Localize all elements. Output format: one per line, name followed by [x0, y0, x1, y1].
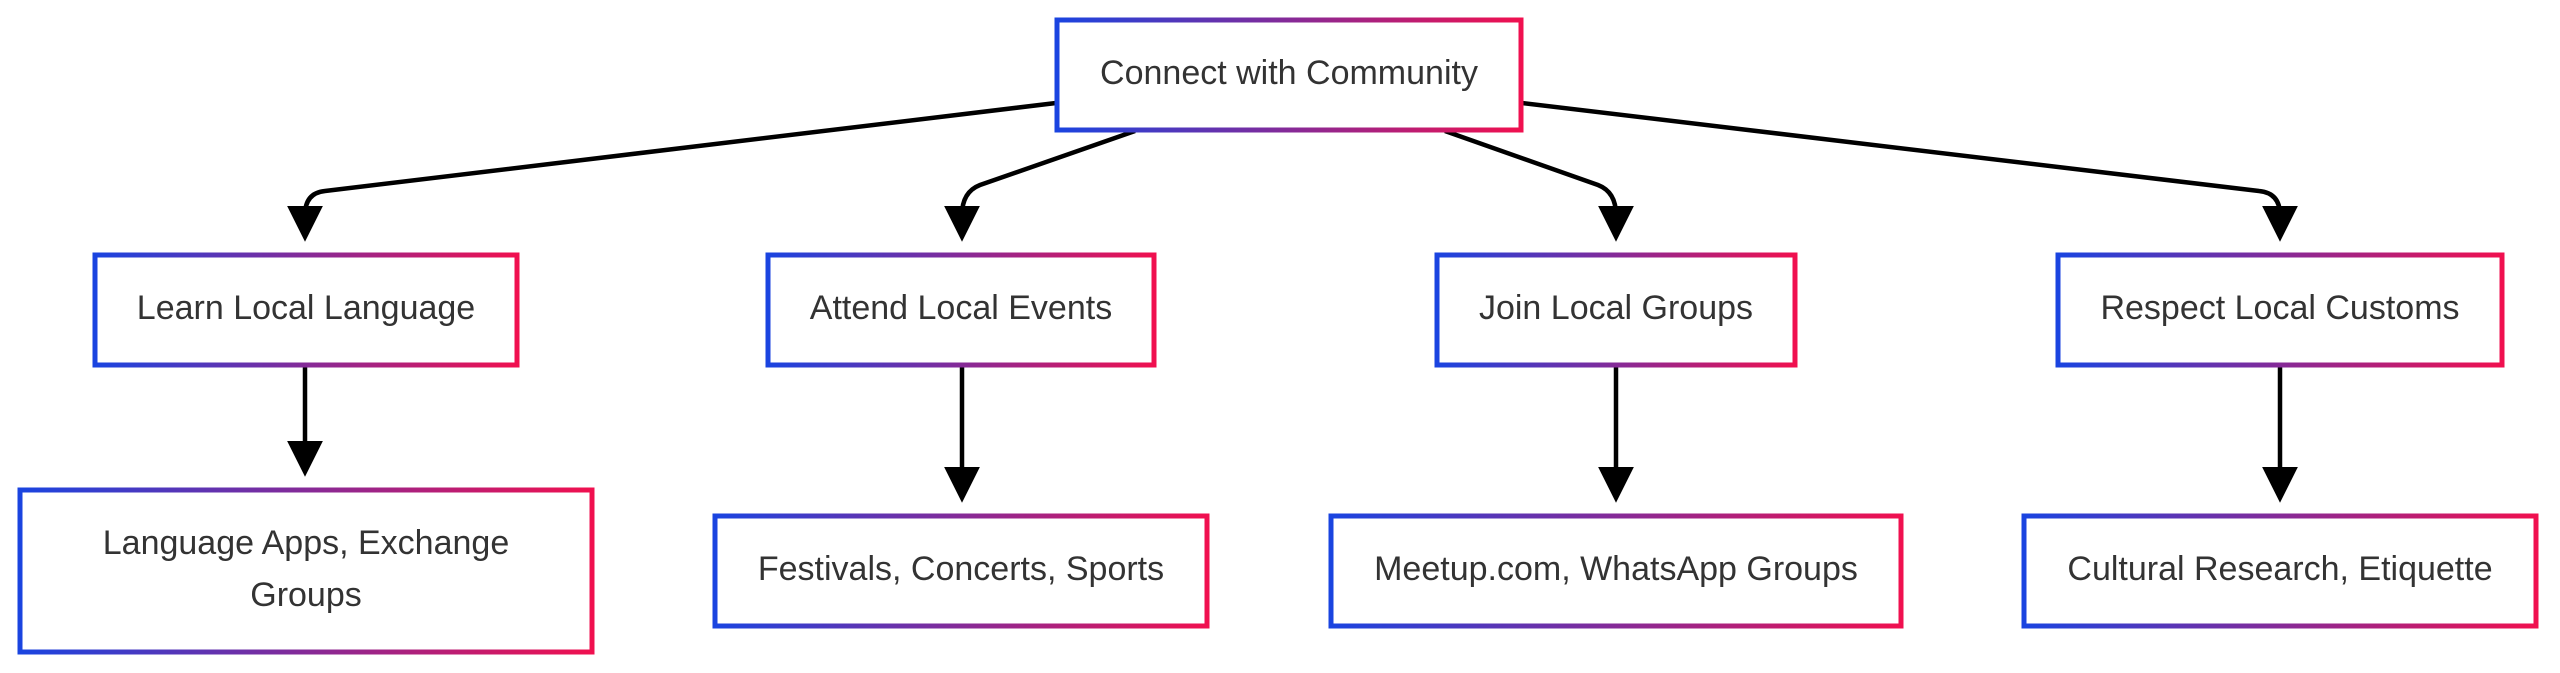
detail-events: Festivals, Concerts, Sports	[712, 513, 1210, 629]
node-customs: Respect Local Customs	[2055, 252, 2505, 368]
node-root: Connect with Community	[1054, 17, 1524, 133]
node-root-label: Connect with Community	[1100, 54, 1478, 92]
edge-root-to-events	[944, 128, 1136, 242]
node-groups-label: Join Local Groups	[1479, 289, 1753, 327]
detail-language-line-1: Language Apps, Exchange	[103, 524, 509, 562]
detail-groups-label: Meetup.com, WhatsApp Groups	[1374, 550, 1858, 588]
edge-root-to-customs	[1521, 100, 2298, 242]
edge-root-to-language	[287, 100, 1057, 242]
node-language: Learn Local Language	[92, 252, 520, 368]
detail-customs: Cultural Research, Etiquette	[2021, 513, 2539, 629]
detail-customs-label: Cultural Research, Etiquette	[2067, 550, 2492, 588]
node-language-label: Learn Local Language	[137, 289, 475, 327]
node-groups: Join Local Groups	[1434, 252, 1798, 368]
detail-language-line-2: Groups	[250, 576, 362, 614]
edge-root-to-groups	[1444, 128, 1634, 242]
node-events: Attend Local Events	[765, 252, 1157, 368]
node-events-label: Attend Local Events	[810, 289, 1112, 327]
detail-events-label: Festivals, Concerts, Sports	[758, 550, 1164, 588]
node-customs-label: Respect Local Customs	[2100, 289, 2459, 327]
detail-groups: Meetup.com, WhatsApp Groups	[1328, 513, 1904, 629]
edges	[287, 100, 2298, 503]
detail-language: Language Apps, Exchange Groups	[17, 487, 595, 655]
